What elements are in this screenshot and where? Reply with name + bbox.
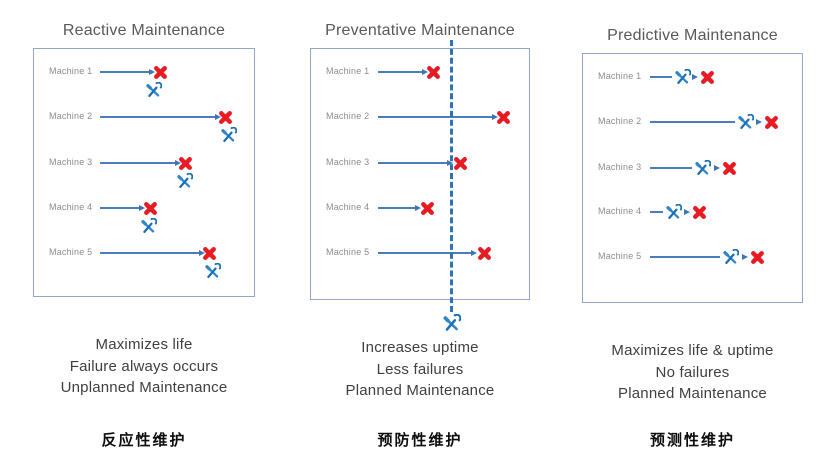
machine-label: Machine 3 <box>598 162 642 172</box>
note-line: Maximizes life & uptime <box>611 342 774 359</box>
machine-box <box>310 48 530 300</box>
failure-x-icon <box>700 70 715 85</box>
arrow-head-icon <box>149 68 155 75</box>
failure-x-icon <box>764 115 779 130</box>
failure-x-icon <box>143 201 158 216</box>
failure-x-icon <box>202 246 217 261</box>
machine-label: Machine 1 <box>598 71 642 81</box>
panel-notes: Increases uptime Less failures Planned M… <box>280 337 560 402</box>
failure-x-icon <box>722 161 737 176</box>
maintenance-tools-icon <box>140 217 157 235</box>
failure-x-icon <box>692 205 707 220</box>
panel-caption-cn: 反应性维护 <box>101 432 187 449</box>
arrow-head-icon <box>684 208 690 215</box>
timeline-arrow-line <box>100 71 150 73</box>
machine-label: Machine 3 <box>326 157 370 167</box>
note-line: Unplanned Maintenance <box>60 379 228 396</box>
arrow-head-icon <box>139 204 145 211</box>
maintenance-tools-icon <box>204 262 221 280</box>
timeline-arrow-line <box>650 256 720 258</box>
panel-caption-cn: 预测性维护 <box>649 432 735 449</box>
arrow-head-icon <box>492 113 498 120</box>
machine-box <box>33 48 255 297</box>
machine-label: Machine 5 <box>49 247 93 257</box>
timeline-arrow-line <box>650 121 735 123</box>
failure-x-icon <box>453 156 468 171</box>
timeline-arrow-line <box>378 71 423 73</box>
maintenance-tools-icon <box>694 159 711 177</box>
panel-notes: Maximizes life & uptime No failures Plan… <box>553 340 831 405</box>
machine-label: Machine 3 <box>49 157 93 167</box>
timeline-arrow-line <box>100 252 200 254</box>
scheduled-maintenance-line <box>449 40 453 312</box>
arrow-head-icon <box>692 73 698 80</box>
arrow-head-icon <box>199 249 205 256</box>
machine-label: Machine 4 <box>598 206 642 216</box>
machine-label: Machine 4 <box>49 202 93 212</box>
panel-caption-cn: 预防性维护 <box>377 432 463 449</box>
failure-x-icon <box>153 65 168 80</box>
machine-label: Machine 4 <box>326 202 370 212</box>
note-line: Planned Maintenance <box>618 385 767 402</box>
failure-x-icon <box>178 156 193 171</box>
failure-x-icon <box>477 246 492 261</box>
timeline-arrow-line <box>650 211 663 213</box>
machine-label: Machine 2 <box>598 116 642 126</box>
maintenance-tools-icon <box>442 313 461 333</box>
timeline-arrow-line <box>100 207 140 209</box>
panel-title: Reactive Maintenance <box>62 22 226 40</box>
machine-label: Machine 1 <box>49 66 93 76</box>
panel-notes: Maximizes life Failure always occurs Unp… <box>4 334 284 399</box>
timeline-arrow-line <box>650 167 692 169</box>
timeline-arrow-line <box>650 76 672 78</box>
note-line: No failures <box>655 363 730 381</box>
machine-label: Machine 2 <box>326 111 370 121</box>
note-line: Increases uptime <box>361 339 479 356</box>
arrow-head-icon <box>422 68 428 75</box>
arrow-head-icon <box>714 164 720 171</box>
failure-x-icon <box>420 201 435 216</box>
arrow-head-icon <box>215 113 221 120</box>
timeline-arrow-line <box>378 162 448 164</box>
maintenance-tools-icon <box>674 68 691 86</box>
timeline-arrow-line <box>378 252 472 254</box>
arrow-head-icon <box>415 204 421 211</box>
maintenance-tools-icon <box>737 113 754 131</box>
arrow-head-icon <box>756 118 762 125</box>
timeline-arrow-line <box>378 207 416 209</box>
timeline-arrow-line <box>378 116 493 118</box>
timeline-arrow-line <box>100 162 176 164</box>
failure-x-icon <box>218 110 233 125</box>
arrow-head-icon <box>471 249 477 256</box>
panel-title: Predictive Maintenance <box>607 27 778 45</box>
note-line: Failure always occurs <box>69 357 219 375</box>
note-line: Planned Maintenance <box>345 382 495 399</box>
machine-label: Machine 2 <box>49 111 93 121</box>
note-line: Maximizes life <box>95 336 193 353</box>
note-line: Less failures <box>376 360 464 378</box>
machine-box <box>582 53 803 303</box>
failure-x-icon <box>750 250 765 265</box>
maintenance-tools-icon <box>722 248 739 266</box>
maintenance-tools-icon <box>176 172 193 190</box>
maintenance-tools-icon <box>220 126 237 144</box>
timeline-arrow-line <box>100 116 216 118</box>
machine-label: Machine 5 <box>598 251 642 261</box>
machine-label: Machine 5 <box>326 247 370 257</box>
arrow-head-icon <box>742 253 748 260</box>
arrow-head-icon <box>175 159 181 166</box>
maintenance-tools-icon <box>665 203 682 221</box>
machine-label: Machine 1 <box>326 66 370 76</box>
failure-x-icon <box>496 110 511 125</box>
failure-x-icon <box>426 65 441 80</box>
maintenance-tools-icon <box>145 81 162 99</box>
panel-title: Preventative Maintenance <box>325 22 515 40</box>
